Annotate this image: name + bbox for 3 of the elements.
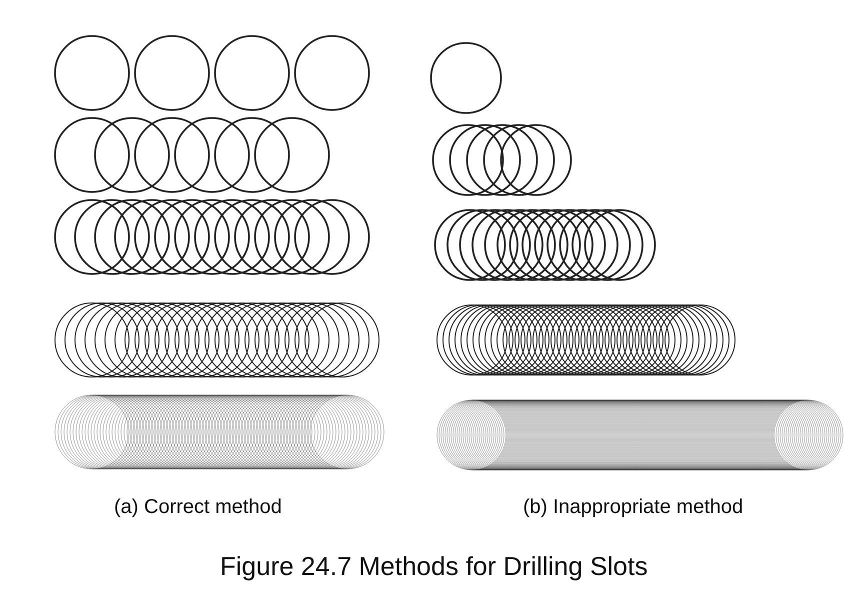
panel-label: (b) Inappropriate method [523,496,744,519]
panel-label: (a) Correct method [114,496,282,519]
figure-caption: Figure 24.7 Methods for Drilling Slots [220,551,648,582]
